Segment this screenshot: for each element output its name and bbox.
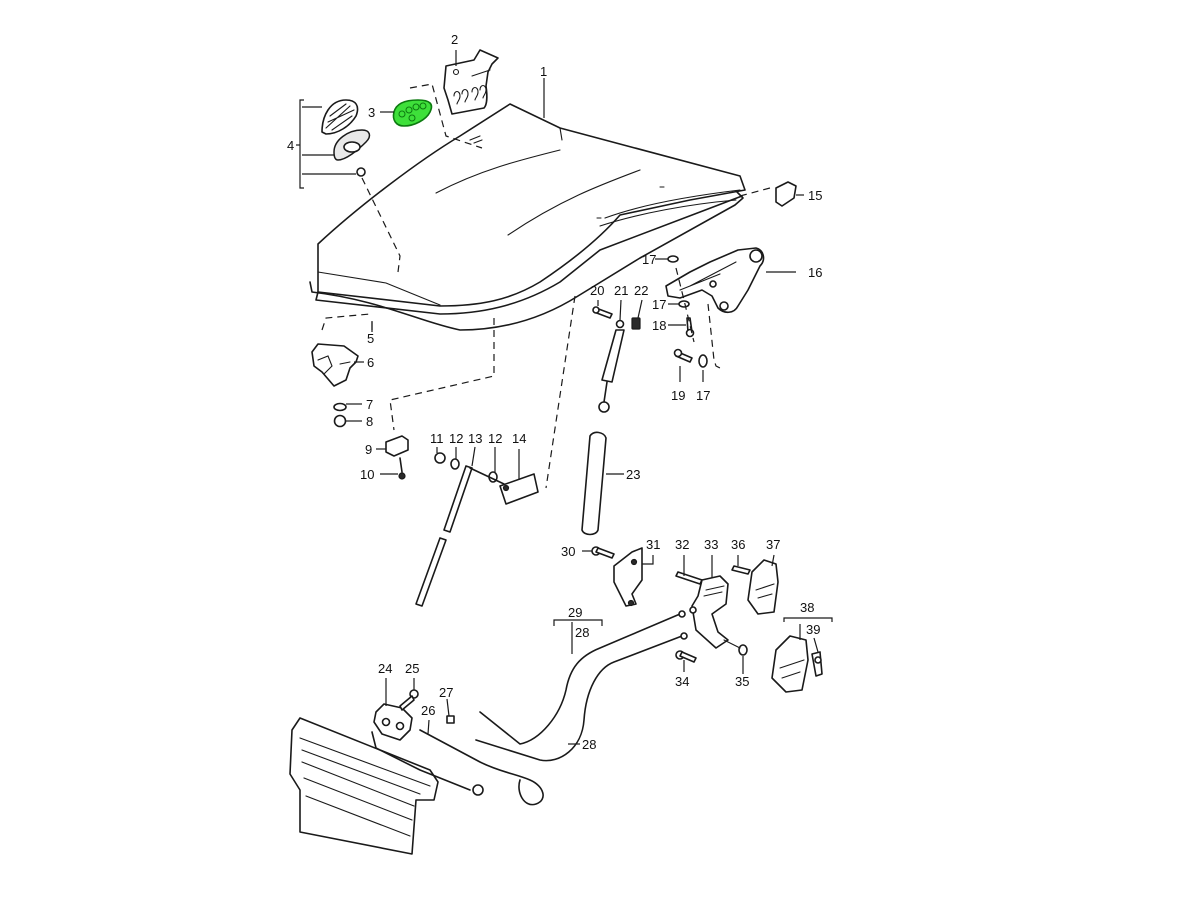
assembly-line: [675, 267, 695, 343]
callout-27: 27: [439, 685, 453, 700]
part-17-washer[interactable]: [698, 354, 708, 368]
callout-8: 8: [366, 414, 373, 429]
callout-33: 33: [704, 537, 718, 552]
callout-18: 18: [652, 318, 666, 333]
part-38-lock-assembly[interactable]: [771, 617, 833, 693]
callout-6: 6: [367, 355, 374, 370]
callout-26: 26: [421, 703, 435, 718]
part-13-prop-rod[interactable]: [415, 465, 473, 607]
callout-22: 22: [634, 283, 648, 298]
callout-21: 21: [614, 283, 628, 298]
callout-2: 2: [451, 32, 458, 47]
callout-17b: 17: [652, 297, 666, 312]
rod-pin: [469, 467, 505, 485]
callout-9: 9: [365, 442, 372, 457]
part-16-hinge[interactable]: [665, 247, 765, 314]
part-1-hood-panel[interactable]: [309, 103, 746, 331]
leader-lines: [346, 50, 819, 745]
part-34-bolt[interactable]: [675, 650, 697, 663]
callout-14: 14: [512, 431, 526, 446]
part-24-release-handle[interactable]: [373, 703, 413, 741]
callout-16: 16: [808, 265, 822, 280]
callout-25: 25: [405, 661, 419, 676]
callout-20: 20: [590, 283, 604, 298]
part-17-washer[interactable]: [678, 300, 690, 308]
callout-28b: 28: [582, 737, 596, 752]
part-27-nut[interactable]: [446, 715, 455, 724]
part-11-nut[interactable]: [434, 452, 446, 464]
callout-30: 30: [561, 544, 575, 559]
callout-12b: 12: [488, 431, 502, 446]
callout-17a: 17: [642, 252, 656, 267]
part-15-bumper[interactable]: [739, 181, 797, 207]
part-31-latch-bracket[interactable]: [613, 547, 643, 607]
callout-15: 15: [808, 188, 822, 203]
part-26-cable[interactable]: [419, 729, 544, 806]
callout-32: 32: [675, 537, 689, 552]
part-20-bolt[interactable]: [592, 306, 613, 319]
part-36-pin[interactable]: [731, 565, 751, 575]
assembly-line: [321, 313, 371, 331]
part-9-block[interactable]: [385, 435, 409, 457]
callout-3: 3: [368, 105, 375, 120]
callout-37: 37: [766, 537, 780, 552]
assembly-line: [389, 318, 495, 431]
part-33-latch[interactable]: [689, 575, 729, 649]
assembly-line: [545, 295, 576, 489]
callout-38: 38: [800, 600, 814, 615]
part-7-washer[interactable]: [333, 402, 347, 412]
callout-29: 29: [568, 605, 582, 620]
assembly-line: [409, 83, 483, 149]
part-8-nut[interactable]: [333, 414, 347, 428]
callout-23: 23: [626, 467, 640, 482]
callout-31: 31: [646, 537, 660, 552]
part-29-bracket: [553, 619, 603, 654]
part-14-bracket[interactable]: [499, 473, 539, 505]
callout-labels: 1 2 3 4 5 6 7 8 9 10 11 12 13 12 14 15 1…: [287, 32, 822, 752]
callout-34: 34: [675, 674, 689, 689]
part-10-screw[interactable]: [398, 457, 406, 480]
callout-28a: 28: [575, 625, 589, 640]
callout-17c: 17: [696, 388, 710, 403]
assembly-line: [361, 177, 401, 273]
callout-12a: 12: [449, 431, 463, 446]
part-30-bolt[interactable]: [591, 546, 615, 559]
part-3-emblem-highlighted[interactable]: [392, 99, 433, 127]
part-4-crest-assembly[interactable]: [296, 99, 371, 189]
part-23-sleeve[interactable]: [581, 431, 607, 536]
callout-11: 11: [430, 431, 444, 446]
part-19-bolt[interactable]: [673, 348, 693, 363]
part-17-washer[interactable]: [667, 255, 679, 263]
callout-10: 10: [360, 467, 374, 482]
assembly-line: [707, 303, 721, 369]
part-32-pin[interactable]: [675, 571, 703, 585]
callout-24: 24: [378, 661, 392, 676]
part-35-washer[interactable]: [738, 644, 748, 656]
part-25-bolt[interactable]: [399, 689, 419, 711]
part-37-lock[interactable]: [747, 559, 779, 615]
callout-39: 39: [806, 622, 820, 637]
part-2-bracket[interactable]: [443, 49, 499, 115]
part-12-washer[interactable]: [450, 458, 460, 470]
callout-5: 5: [367, 331, 374, 346]
part-6-lock-catch[interactable]: [311, 343, 359, 387]
callout-19: 19: [671, 388, 685, 403]
callout-1: 1: [540, 64, 547, 79]
callout-36: 36: [731, 537, 745, 552]
part-39-key[interactable]: [811, 651, 823, 677]
callout-13: 13: [468, 431, 482, 446]
part-22-clip[interactable]: [631, 317, 641, 330]
callout-4: 4: [287, 138, 294, 153]
callout-35: 35: [735, 674, 749, 689]
part-21-gas-strut[interactable]: [598, 319, 625, 413]
part-28-release-cable[interactable]: [475, 610, 688, 762]
grille-panel[interactable]: [289, 717, 484, 855]
assembly-line: [723, 639, 741, 649]
callout-7: 7: [366, 397, 373, 412]
